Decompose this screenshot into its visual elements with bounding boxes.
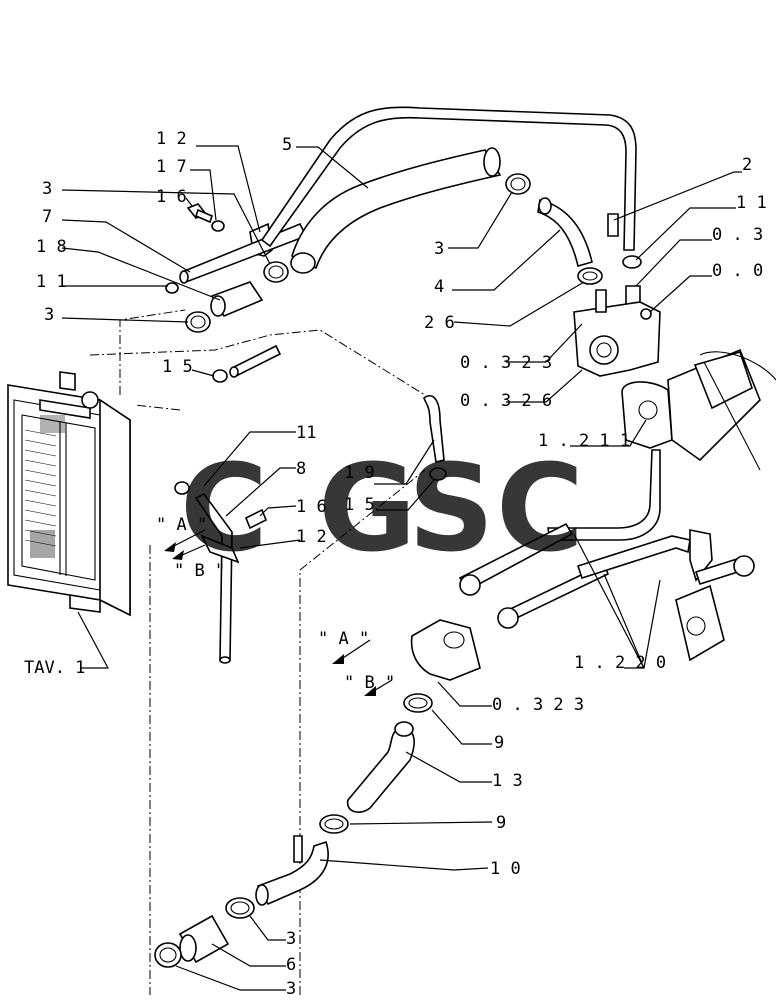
label-11-left: 1 1 [36,272,67,292]
label-6: 6 [286,955,296,975]
watermark-logo: C G S C [180,440,584,579]
label-9-top: 9 [494,733,504,753]
label-26: 2 6 [424,313,455,333]
label-1-211: 1 . 2 1 1 [538,431,630,451]
label-3-bottom: 3 [286,979,296,999]
label-3-mid: 3 [434,239,444,259]
watermark-letter-c1: C [180,440,268,579]
label-17: 1 7 [156,157,187,177]
label-0-3: 0 . 3 [712,225,763,245]
label-3-top: 3 [42,179,52,199]
leader-lines [61,145,742,991]
label-12-top: 1 2 [156,129,187,149]
label-0-323-bottom: 0 . 3 2 3 [492,695,584,715]
watermark-letter-g: G [318,440,417,579]
ref-a-center: " A " [318,629,369,649]
pump-and-pipes [458,348,776,662]
label-0-326: 0 . 3 2 6 [460,391,552,411]
label-0-323-top: 0 . 3 2 3 [460,353,552,373]
label-13: 1 3 [492,771,523,791]
label-11-mid: 11 [296,423,316,443]
label-4: 4 [434,277,444,297]
label-15-left: 1 5 [162,357,193,377]
label-1-220: 1 . 2 2 0 [574,653,666,673]
watermark-letter-s: S [408,440,494,579]
radiator-assembly: TAV. 1 [7,371,131,678]
label-2: 2 [742,155,752,175]
label-5: 5 [282,135,292,155]
lower-parts [154,619,481,968]
upper-left-parts [165,203,308,383]
label-10: 1 0 [490,859,521,879]
label-9-bottom: 9 [496,813,506,833]
ref-tav1: TAV. 1 [24,658,85,678]
label-12-mid: 1 2 [296,527,327,547]
label-19: 1 9 [344,463,375,483]
label-15-mid: 1 5 [344,495,375,515]
label-0-0: 0 . 0 [712,261,763,281]
ref-b-center: " B " [344,673,395,693]
part-labels: 1 2 1 7 1 6 3 7 1 8 1 1 3 1 5 5 3 4 2 6 … [36,129,767,999]
label-11-right: 1 1 [736,193,767,213]
watermark-letter-c2: C [496,440,584,579]
ref-a-left: " A " [156,515,207,535]
label-8: 8 [296,459,306,479]
label-16-mid: 1 6 [296,497,327,517]
label-16-top: 1 6 [156,187,187,207]
label-18: 1 8 [36,237,67,257]
thermostat-housing [573,289,661,377]
middle-parts [174,395,447,664]
upper-hoses [260,106,642,313]
label-3-left: 3 [44,305,54,325]
ref-b-left: " B " [174,561,225,581]
reference-arrows [164,529,393,696]
label-3-lower: 3 [286,929,296,949]
label-7: 7 [42,207,52,227]
